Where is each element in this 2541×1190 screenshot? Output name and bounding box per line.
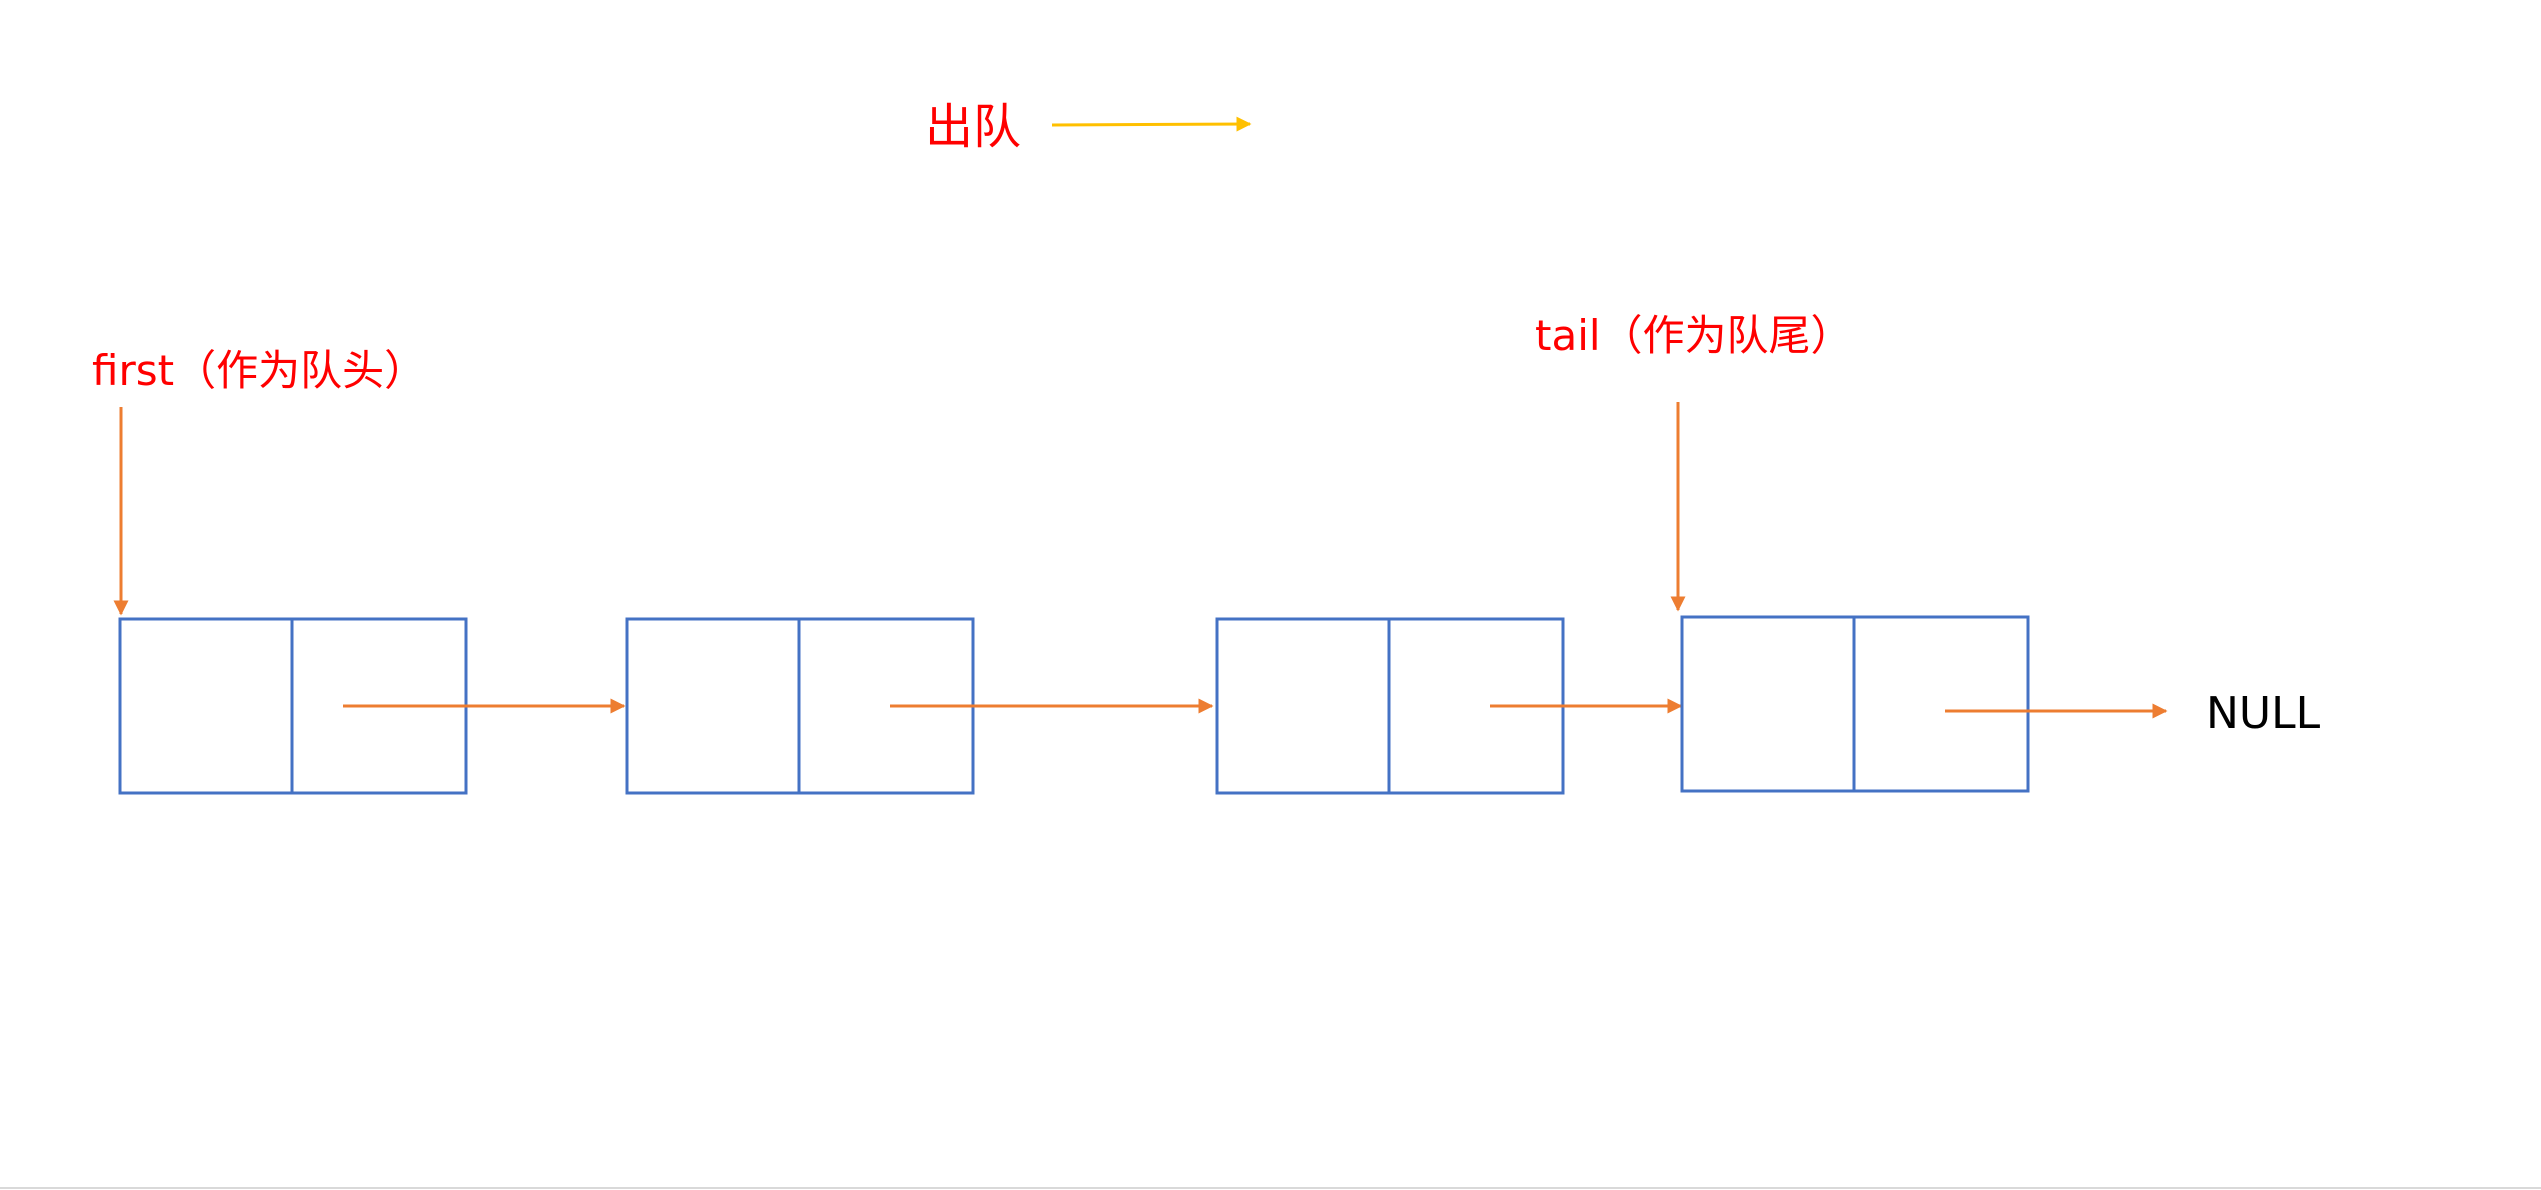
- dequeue-arrow: [1051, 116, 1252, 132]
- node-next-cell: [1852, 615, 2030, 793]
- node-data-cell: [1215, 617, 1391, 795]
- dequeue-label: 出队: [925, 99, 1021, 155]
- list-node-4: [1680, 615, 2030, 793]
- node-data-cell: [1680, 615, 1856, 793]
- tail-label: tail（作为队尾）: [1535, 311, 1853, 360]
- node-data-cell: [625, 617, 801, 795]
- node-data-cell: [118, 617, 294, 795]
- first-label: first（作为队头）: [92, 346, 426, 395]
- null-label: NULL: [2206, 688, 2321, 739]
